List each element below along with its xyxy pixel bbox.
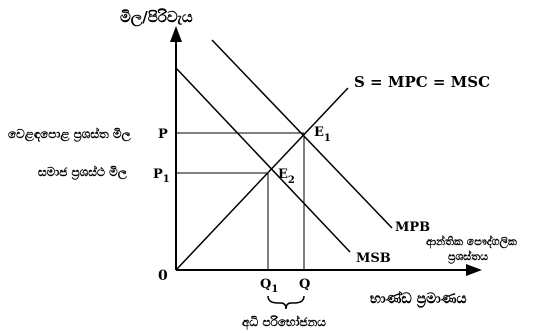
mpb-desc-line2: ප්‍රශස්තය (447, 249, 488, 265)
social-price-label: සමාජ ප්‍රශස්ථ මිල (38, 165, 128, 181)
origin-label: 0 (158, 268, 168, 284)
mpb-desc-line1: ආන්තික පෞද්ගලික (426, 234, 517, 250)
eq-e1-label: E1 (314, 125, 331, 144)
over-consumption-brace (267, 295, 305, 310)
supply-line (175, 87, 349, 271)
market-price-label: වෙළඳපොළ ප්‍රශස්ත මිල (8, 127, 132, 143)
price-p-label: P (158, 127, 168, 142)
over-consumption-label: අධි පරිභෝජනය (242, 314, 326, 330)
x-axis-arrow (466, 264, 482, 276)
msb-label: MSB (356, 251, 391, 266)
price-p1-label: P1 (153, 167, 170, 185)
mpb-line (211, 39, 393, 229)
qty-q-label: Q (299, 277, 310, 292)
mpb-label: MPB (395, 220, 430, 235)
y-axis-arrow (170, 26, 182, 42)
x-axis-title: භාණ්ඩ ප්‍රමාණය (370, 290, 467, 309)
msb-line (175, 67, 351, 253)
y-axis-title: මිල/පිරිවැය (120, 8, 193, 27)
eq-e2-label: E2 (278, 167, 295, 186)
supply-label: S = MPC = MSC (354, 73, 490, 91)
qty-q1-label: Q1 (260, 277, 278, 295)
